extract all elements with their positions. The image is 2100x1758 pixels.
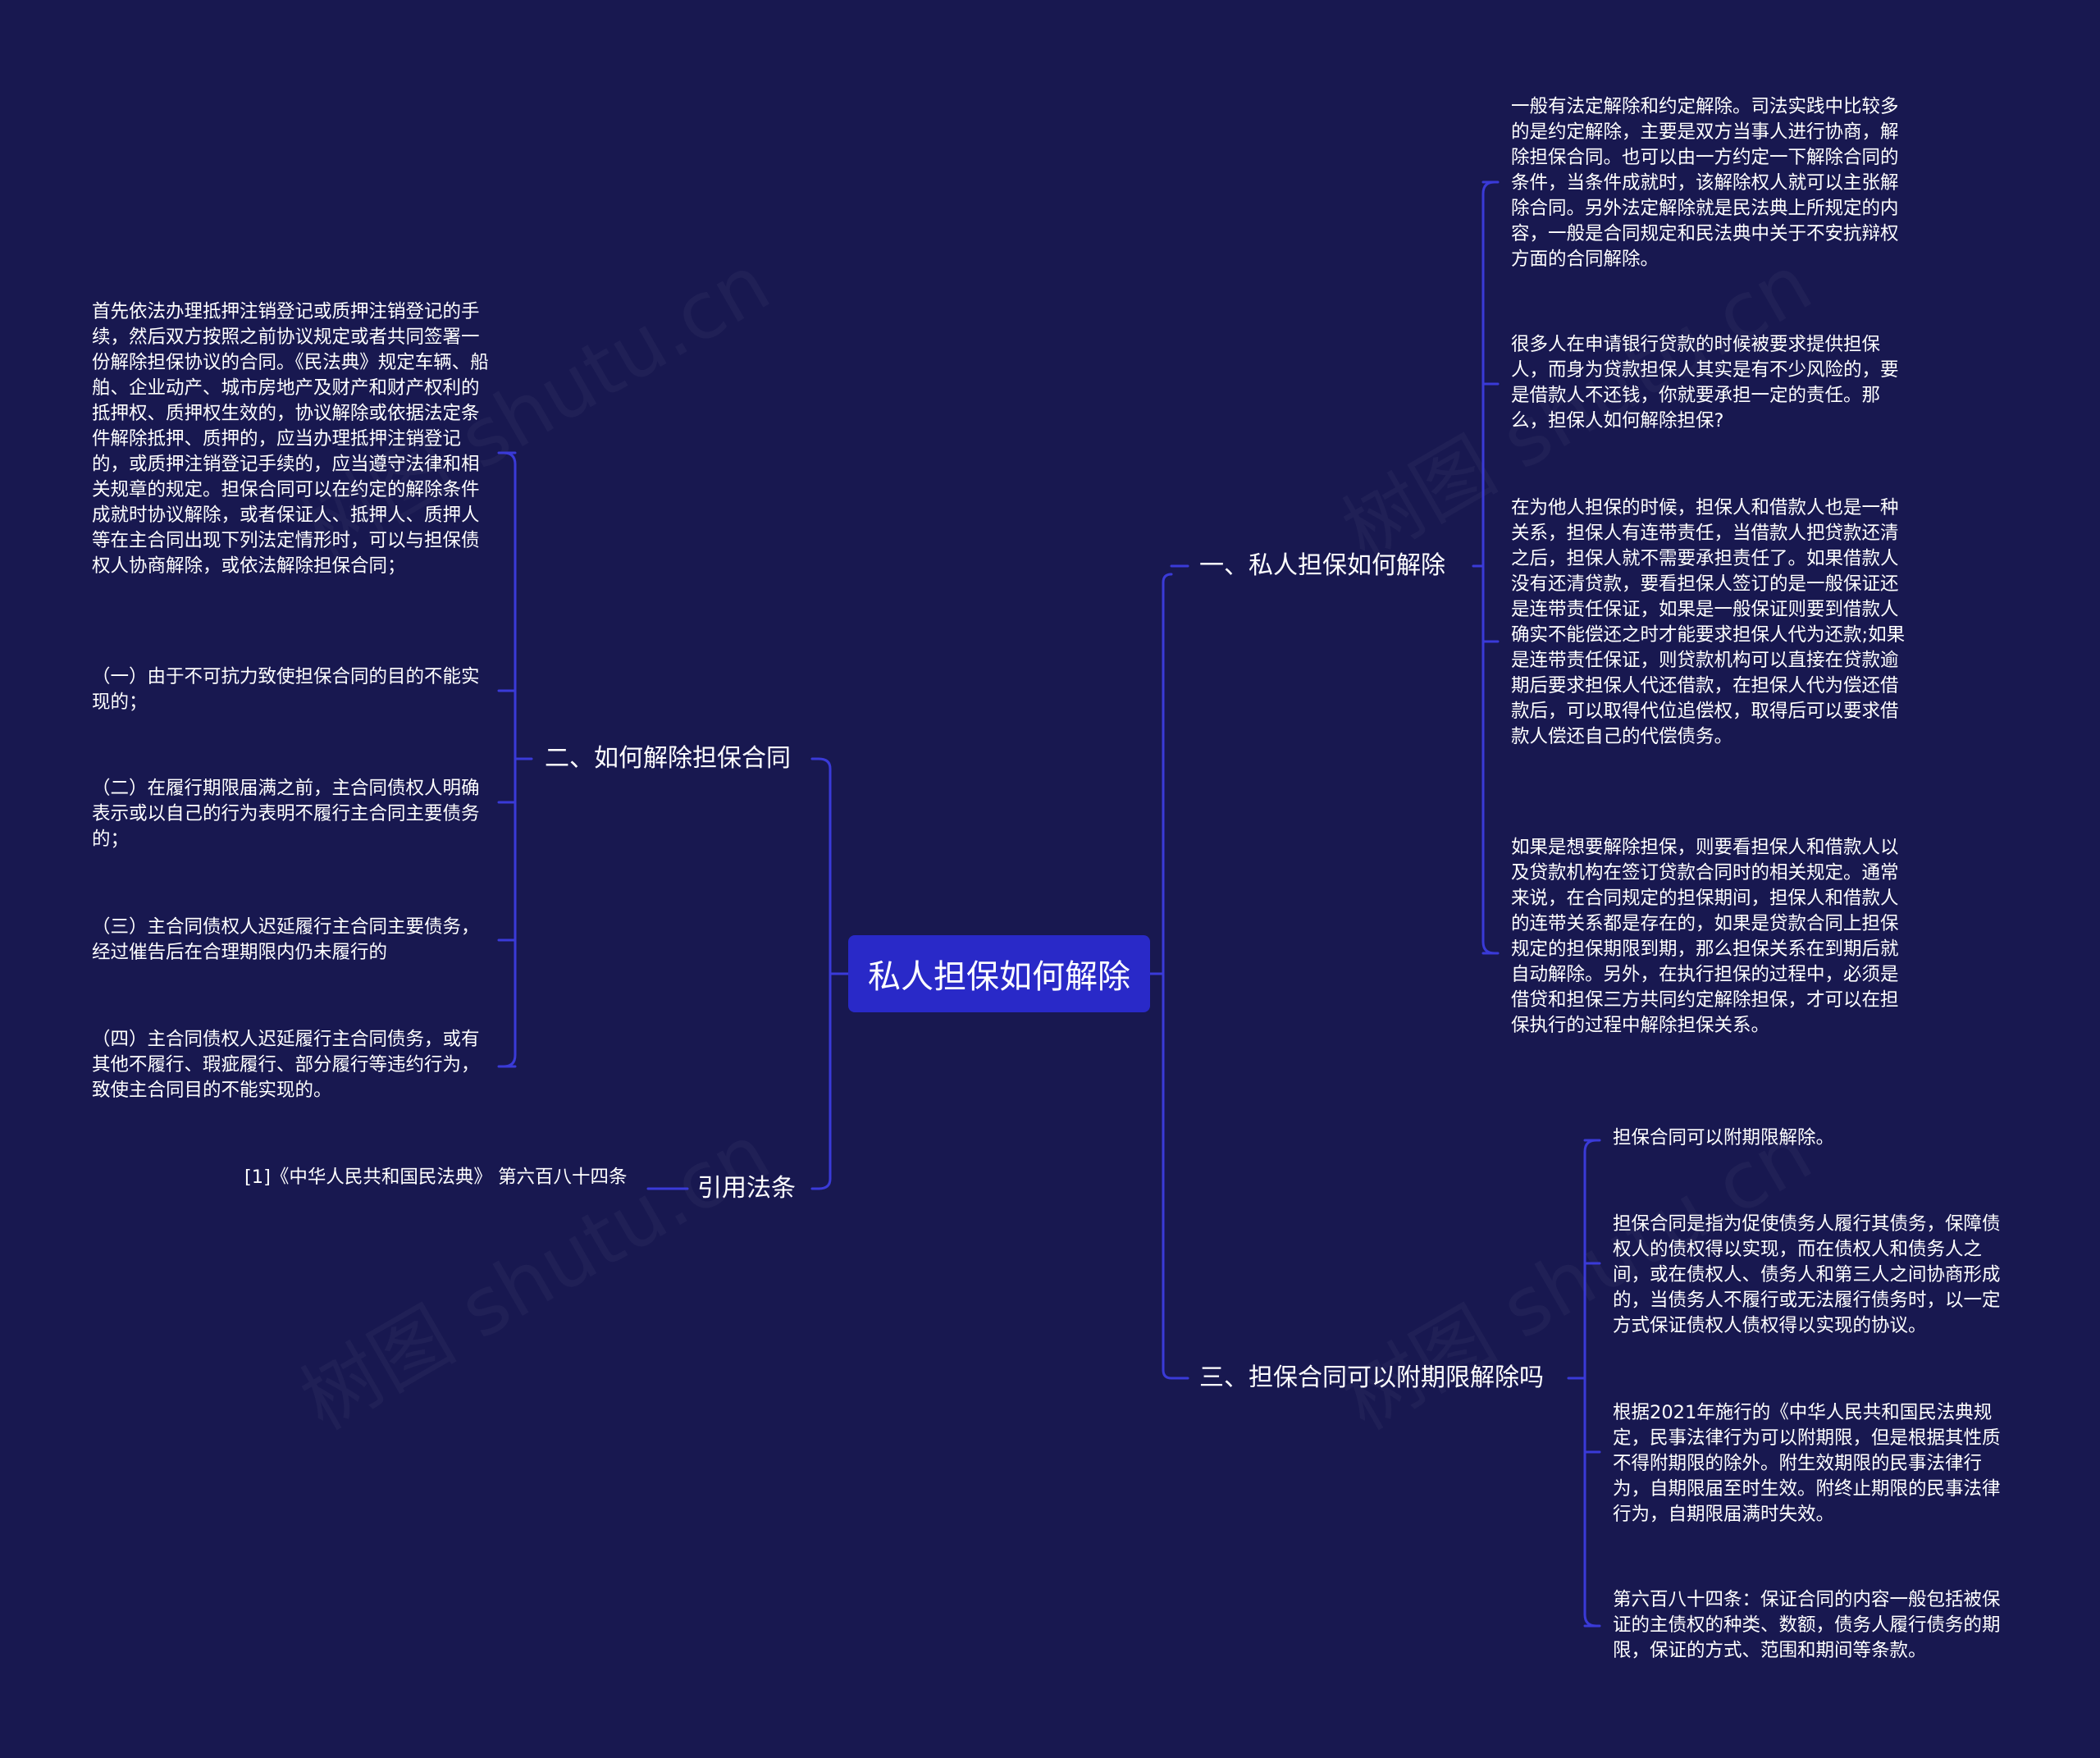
leaf-b1-2: 很多人在申请银行贷款的时候被要求提供担保人，而身为贷款担保人其实是有不少风险的，… — [1511, 334, 1899, 432]
leaf-b2-1: 首先依法办理抵押注销登记或质押注销登记的手续，然后双方按照之前协议规定或者共同签… — [92, 301, 489, 577]
leaf-b2-3: （二）在履行期限届满之前，主合同债权人明确表示或以自己的行为表明不履行主合同主要… — [92, 778, 480, 850]
leaf-b1-4: 如果是想要解除担保，则要看担保人和借款人以及贷款机构在签订贷款合同时的相关规定。… — [1511, 837, 1899, 1036]
link-left-trunk — [817, 757, 832, 1190]
branch-private-guarantee-release[interactable]: 一、私人担保如何解除 — [1199, 551, 1445, 580]
link-b3-spine — [1583, 1139, 1598, 1628]
root-node[interactable]: 私人担保如何解除 — [848, 935, 1150, 1012]
link-right-trunk — [1162, 573, 1173, 1380]
branch-term-release[interactable]: 三、担保合同可以附期限解除吗 — [1199, 1363, 1544, 1392]
leaf-b2-2: （一）由于不可抗力致使担保合同的目的不能实现的； — [92, 666, 480, 713]
branch-cited-law[interactable]: 引用法条 — [697, 1174, 796, 1203]
leaf-b1-1: 一般有法定解除和约定解除。司法实践中比较多的是约定解除，主要是双方当事人进行协商… — [1511, 96, 1899, 270]
leaf-b2-5: （四）主合同债权人迟延履行主合同债务，或有其他不履行、瑕疵履行、部分履行等违约行… — [92, 1029, 480, 1101]
leaf-b3-3: 根据2021年施行的《中华人民共和国民法典规定，民事法律行为可以附期限，但是根据… — [1613, 1402, 2001, 1525]
leaf-b1-3: 在为他人担保的时候，担保人和借款人也是一种关系，担保人有连带责任，当借款人把贷款… — [1511, 497, 1906, 747]
leaf-b4-1: [1]《中华人民共和国民法典》 第六百八十四条 — [244, 1167, 628, 1188]
leaf-b2-4: （三）主合同债权人迟延履行主合同主要债务，经过催告后在合理期限内仍未履行的 — [92, 916, 480, 963]
branch-release-guarantee-contract[interactable]: 二、如何解除担保合同 — [545, 744, 791, 773]
leaf-b3-1: 担保合同可以附期限解除。 — [1613, 1127, 1835, 1148]
leaf-b3-4: 第六百八十四条：保证合同的内容一般包括被保证的主债权的种类、数额，债务人履行债务… — [1613, 1589, 2001, 1661]
root-label: 私人担保如何解除 — [868, 958, 1130, 996]
link-b2-spine — [502, 451, 517, 1068]
leaf-b3-2: 担保合同是指为促使债务人履行其债务，保障债权人的债权得以实现，而在债权人和债务人… — [1613, 1213, 2001, 1336]
link-b1-spine — [1481, 180, 1496, 955]
